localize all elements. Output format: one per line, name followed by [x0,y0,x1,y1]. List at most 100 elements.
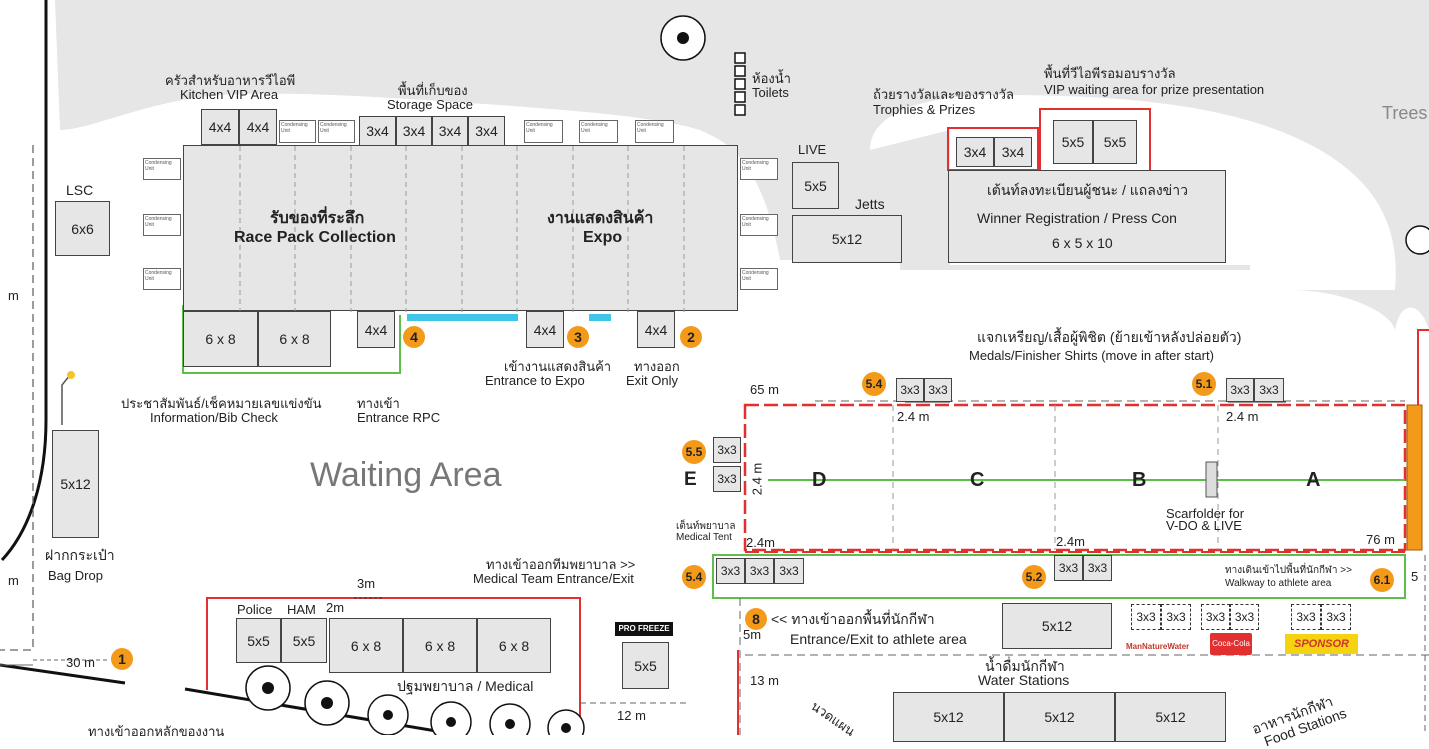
storage-tent-3: 3x4 [432,116,468,146]
athlete-entrance-label-en: Entrance/Exit to athlete area [790,631,967,647]
condensing-unit: Condensing Unit [524,120,563,143]
info-label-th: ประชาสัมพันธ์/เช็คหมายเลขแข่งขัน [121,396,322,411]
police-label: Police [237,602,273,617]
entrance-expo-label-en: Entrance to Expo [485,373,585,388]
marker-5-4: 5.4 [682,565,706,589]
condensing-unit: Condensing Unit [635,120,674,143]
condensing-unit: Condensing Unit [143,268,181,290]
water-label-en: Water Stations [978,672,1070,688]
trophies-label-th: ถ้วยรางวัลและของรางวัล [873,87,1014,102]
lsc-tent: 6x6 [55,201,110,256]
exit-tent: 4x4 [637,311,675,348]
medical-block-3: 6 x 8 [477,618,551,673]
police-tent: 5x5 [236,618,281,663]
medical-tent-3: 3x3 [774,558,804,584]
kitchen-vip-label-en: Kitchen VIP Area [180,87,279,102]
winner-label-en: Winner Registration / Press Con [977,210,1177,226]
kitchen-tent-1: 4x4 [201,109,239,145]
medical-team-label-en: Medical Team Entrance/Exit [473,571,634,586]
scaffolder-label-2: V-DO & LIVE [1166,518,1242,533]
distance-13m: 13 m [750,673,779,688]
marker-5-5: 5.5 [682,440,706,464]
trophies-tent-2: 3x4 [994,137,1032,167]
medal-tent-5-3b: 3x3 [924,378,952,402]
expo-entrance-tent: 4x4 [526,311,564,348]
marker-2: 2 [680,326,702,348]
distance-76m: 76 m [1366,532,1395,547]
sponsor-tent-1b: 3x3 [1161,604,1191,630]
rpc-entrance-tent: 4x4 [357,311,395,348]
condensing-unit: Condensing Unit [740,268,778,290]
storage-label-th: พื้นที่เก็บของ [398,83,468,98]
ham-label: HAM [287,602,316,617]
kitchen-vip-label-th: ครัวสำหรับอาหารวีไอพี [165,73,296,88]
race-pack-label-th: รับของที่ระลึก [270,210,365,227]
distance-2-4m-d: 2.4m [1056,534,1085,549]
condensing-unit: Condensing Unit [318,120,355,143]
marker-5-2: 5.2 [1022,565,1046,589]
info-label-en: Information/Bib Check [150,410,278,425]
marker-5-1: 5.1 [1192,372,1216,396]
winner-label-th: เต้นท์ลงทะเบียนผู้ชนะ / แถลงข่าว [987,182,1188,198]
distance-30m: 30 m [66,655,95,670]
zone-a: A [1306,469,1321,491]
athlete-entrance-label-th: << ทางเข้าออกพื้นที่นักกีฬา [771,611,935,627]
main-entrance-label: ทางเข้าออกหลักของงาน [88,724,225,739]
storage-label-en: Storage Space [387,97,474,112]
water-tent-3: 5x12 [1115,692,1226,742]
marker-1: 1 [111,648,133,670]
distance-2m: 2m [326,600,345,615]
trophies-label-en: Trophies & Prizes [873,102,976,117]
storage-tent-1: 3x4 [359,116,396,146]
sponsor-tent-2a: 3x3 [1201,604,1230,630]
bag-drop-label-en: Bag Drop [48,568,103,583]
distance-65m: 65 m [750,382,779,397]
medical-label: ปฐมพยาบาล / Medical [397,678,534,694]
condensing-unit: Condensing Unit [740,214,778,236]
pro-freeze-logo: PRO FREEZE [615,622,673,636]
tent-5-5a: 3x3 [713,437,741,463]
zone-e: E [684,469,697,490]
race-pack-label-en: Race Pack Collection [234,229,396,246]
medical-team-label-th: ทางเข้าออกทีมพยาบาล >> [486,557,636,572]
winner-size-label: 6 x 5 x 10 [1052,235,1113,251]
jetts-tent: 5x12 [792,215,902,263]
entrance-rpc-label-en: Entrance RPC [357,410,441,425]
distance-5m: 5m [743,627,762,642]
condensing-unit: Condensing Unit [579,120,618,143]
sponsor-logo: SPONSOR [1285,634,1358,654]
main-tent [183,145,738,312]
zone-c: C [970,469,985,491]
trophies-tent-1: 3x4 [956,137,994,167]
water-label-th: น้ำดื่มนักกีฬา [985,658,1065,674]
medical-tent-2: 3x3 [745,558,774,584]
coca-cola-logo: Coca-Cola [1210,633,1252,655]
marker-3: 3 [567,326,589,348]
distance-3m: 3m [357,576,376,591]
medical-tent-label-th: เต็นท์พยาบาล [676,521,736,532]
medical-tent-label-en: Medical Tent [676,532,732,543]
lsc-label: LSC [66,182,94,198]
exit-only-label-en: Exit Only [626,373,679,388]
sponsor-tent-3b: 3x3 [1321,604,1351,630]
marker-5-3: 5.4 [862,372,886,396]
jetts-label: Jetts [855,196,885,212]
condensing-unit: Condensing Unit [279,120,316,143]
mannature-logo: ManNatureWater [1126,642,1190,651]
sponsor-tent-2b: 3x3 [1230,604,1259,630]
condensing-unit: Condensing Unit [143,158,181,180]
live-tent: 5x5 [792,162,839,209]
zone-b: B [1132,469,1147,491]
storage-tent-2: 3x4 [396,116,432,146]
medals-label-en: Medals/Finisher Shirts (move in after st… [969,348,1214,363]
trees-label: Trees [1382,103,1428,123]
toilets-label-th: ห้องน้ำ [752,71,791,86]
condensing-unit: Condensing Unit [143,214,181,236]
water-tent-2: 5x12 [1004,692,1115,742]
bag-drop-label-th: ฝากกระเป๋า [45,547,115,563]
vip-waiting-label-en: VIP waiting area for prize presentation [1044,82,1265,97]
right-measure-5: 5 [1411,569,1419,584]
vip-tent-1: 5x5 [1053,120,1093,164]
entrance-rpc-label-th: ทางเข้า [357,396,400,411]
medals-label-th: แจกเหรียญ/เสื้อผู้พิชิต (ย้ายเข้าหลังปล่… [977,329,1242,345]
